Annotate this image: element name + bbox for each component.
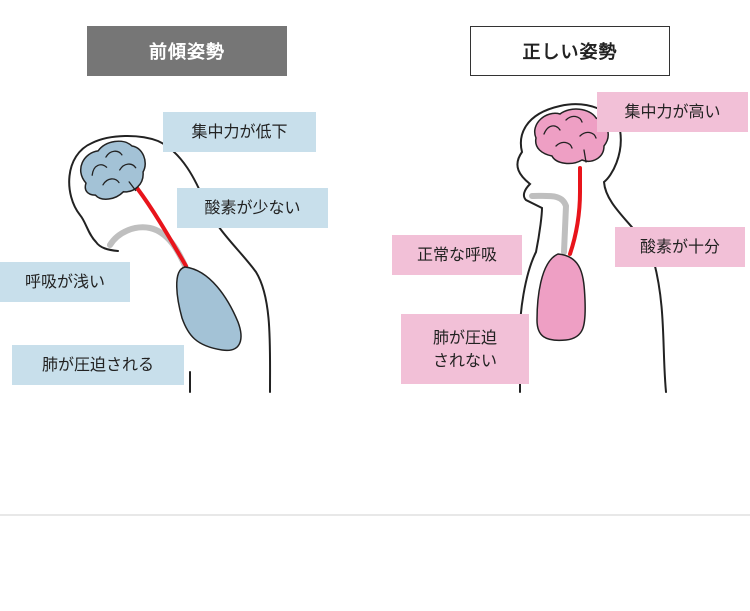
label-shallow-breathing: 呼吸が浅い [0,262,130,302]
good-brain [533,108,609,165]
good-spinal-line [568,166,582,256]
good-airway [529,192,570,255]
bad-body-outline [68,134,272,393]
title-forward-posture: 前傾姿勢 [87,26,287,76]
title-correct-posture: 正しい姿勢 [470,26,670,76]
good-lung [536,253,586,342]
label-oxygen-sufficient: 酸素が十分 [615,227,745,267]
label-lungs-line1: 肺が圧迫 [432,327,497,347]
bad-spinal-line [135,186,188,268]
divider-line [0,514,750,516]
label-concentration-high: 集中力が高い [597,92,748,132]
bad-posture-figure [68,134,272,393]
bad-lung [176,266,242,352]
label-oxygen-low: 酸素が少ない [177,188,328,228]
label-concentration-low: 集中力が低下 [163,112,316,152]
bad-brain [80,140,146,200]
label-lungs-line2: されない [432,351,497,370]
label-lungs-not-compressed: 肺が圧迫 されない [401,314,529,384]
label-normal-breathing: 正常な呼吸 [392,235,522,275]
label-lungs-compressed: 肺が圧迫される [12,345,184,385]
